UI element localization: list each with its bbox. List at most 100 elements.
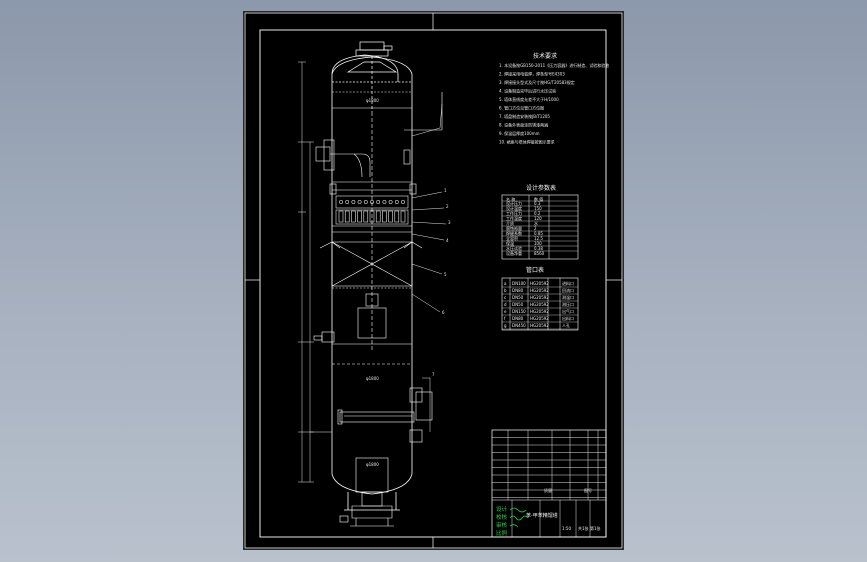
nozzle-cell: HG20592 [530, 316, 549, 321]
nozzle-cell: HG20592 [530, 302, 549, 307]
centering-marks [245, 13, 622, 548]
technical-notes: 技术要求 1. 本设备按GB150-2011《压力容器》进行制造、试验和验收 2.… [499, 52, 609, 145]
nozzle-cell: HG20592 [530, 281, 549, 286]
dimension-label: φ1800 [366, 376, 379, 381]
design-cell: 设计压力 [506, 200, 522, 206]
top-manway [346, 41, 398, 112]
dimension-lines [298, 61, 332, 483]
design-table-title: 设计参数表 [526, 184, 556, 192]
nozzle-cell: DN150 [512, 309, 526, 314]
nozzle-cell: DN80 [512, 316, 524, 321]
leader-number: 1 [444, 188, 447, 193]
nozzle-cell: DN80 [512, 288, 524, 293]
leader-number: 6 [442, 310, 445, 315]
drawing-canvas[interactable]: 1 2 3 4 5 6 7 φ1800 φ1800 φ1800 技术要求 1. … [244, 12, 623, 549]
nozzle-cell: HG20592 [530, 309, 549, 314]
design-cell: 12.5 [534, 236, 543, 241]
note-line: 9. 保温层厚度100mm [499, 130, 540, 136]
note-line: 4. 设备制造完毕后进行水压试验 [499, 88, 556, 94]
leader-number: 7 [432, 372, 435, 377]
design-cell: 0.85 [534, 231, 543, 236]
note-line: 1. 本设备按GB150-2011《压力容器》进行制造、试验和验收 [499, 62, 609, 68]
title-block-label: 图号 [584, 487, 592, 493]
note-line: 2. 焊接采用电弧焊，焊条型号E4303 [499, 71, 565, 77]
nozzle-table-title: 管口表 [526, 266, 544, 274]
title-block-label: 质量 [544, 487, 552, 493]
design-table-header: 名 称 [506, 196, 515, 202]
title-block-label: 比例 [496, 529, 508, 537]
title-block: 苯-甲苯精馏塔 设计 校核 审核 比例 1:50 共1张 第1张 质量 图号 [491, 429, 607, 538]
title-block-label: 审核 [496, 521, 508, 529]
design-cell: 2 [534, 226, 537, 231]
outer-border [244, 12, 623, 549]
nozzle-cell: DN50 [512, 295, 524, 300]
dimension-label: φ1800 [366, 462, 379, 467]
design-cell: 焊缝系数 [506, 230, 522, 236]
nozzle-cell: DN450 [512, 323, 526, 328]
nozzle-cell: 测压口 [562, 301, 574, 307]
design-cell: 设备净重 [506, 250, 522, 256]
leader-lines [411, 103, 447, 432]
notes-title: 技术要求 [533, 52, 557, 60]
title-block-value: 第1张 [590, 525, 601, 531]
nozzle-cell: d [504, 302, 507, 307]
leader-number-group: 1 2 3 4 5 6 7 [432, 188, 451, 377]
nozzle-cell: 测温口 [562, 294, 574, 300]
drawing-sheet[interactable]: 1 2 3 4 5 6 7 φ1800 φ1800 φ1800 技术要求 1. … [244, 12, 623, 549]
design-cell: 0.38 [534, 246, 543, 251]
nozzle-cell: f [504, 316, 506, 321]
title-block-label: 校核 [496, 513, 508, 521]
nozzle-cell: 人孔 [562, 322, 570, 328]
design-cell: 保温 [506, 240, 514, 246]
nozzle-cell: 出料口 [562, 315, 574, 321]
note-line: 5. 塔体直线度允差不大于H/1000 [499, 96, 559, 102]
nozzle-cell: HG20592 [530, 295, 549, 300]
title-block-label: 设计 [496, 505, 508, 513]
design-cell: 介质 [506, 220, 514, 226]
drawing-title: 苯-甲苯精馏塔 [526, 512, 558, 519]
packing-bed [319, 241, 423, 289]
nozzle-cell: b [504, 288, 507, 293]
design-cell: 工作温度 [506, 215, 522, 221]
design-cell: 水压试验 [506, 245, 522, 251]
note-line: 7. 塔盘制造安装按JB/T1205 [499, 113, 550, 119]
nozzle-cell: DN100 [512, 281, 526, 286]
dimension-label: φ1800 [366, 98, 379, 103]
design-cell: 120 [534, 216, 542, 221]
note-line: 8. 设备外表面涂防锈漆两遍 [499, 122, 548, 128]
design-cell: 0.3 [534, 201, 541, 206]
leader-number: 5 [444, 272, 447, 277]
leader-number: 3 [448, 220, 451, 225]
tray-section [332, 195, 412, 233]
nozzle-cell: c [504, 295, 506, 300]
leader-number: 2 [446, 204, 449, 209]
design-cell: 水 [534, 220, 538, 226]
nozzle-cell: HG20592 [530, 323, 549, 328]
note-line: 6. 管口方位见管口方位图 [499, 105, 544, 111]
note-line: 3. 焊接接头型式及尺寸按HG/T20583规定 [499, 79, 575, 85]
nozzle-cell: DN50 [512, 302, 524, 307]
green-signatures: 设计 校核 审核 比例 [496, 505, 529, 537]
nozzle-cell: 进料口 [562, 280, 574, 286]
design-cell: 设计温度 [506, 205, 522, 211]
design-cell: 全容积 [506, 235, 518, 241]
design-cell: 150 [534, 206, 542, 211]
design-table-header: 数 值 [534, 196, 543, 202]
bottom-outlet [339, 457, 394, 527]
nozzle-cell: HG20592 [530, 288, 549, 293]
nozzle-cell: 回流口 [562, 287, 574, 293]
nozzle-cell: 出气口 [562, 308, 574, 314]
nozzle-cell: e [504, 309, 507, 314]
lower-section [313, 293, 433, 443]
inner-border [259, 29, 607, 538]
title-block-value: 共1张 [578, 525, 589, 531]
nozzle-cell: a [504, 281, 507, 286]
title-block-value: 1:50 [562, 526, 571, 531]
design-cell: 100 [534, 241, 542, 246]
design-cell: 8560 [534, 251, 545, 256]
leader-number: 4 [446, 238, 449, 243]
nozzle-cell: g [504, 323, 507, 328]
